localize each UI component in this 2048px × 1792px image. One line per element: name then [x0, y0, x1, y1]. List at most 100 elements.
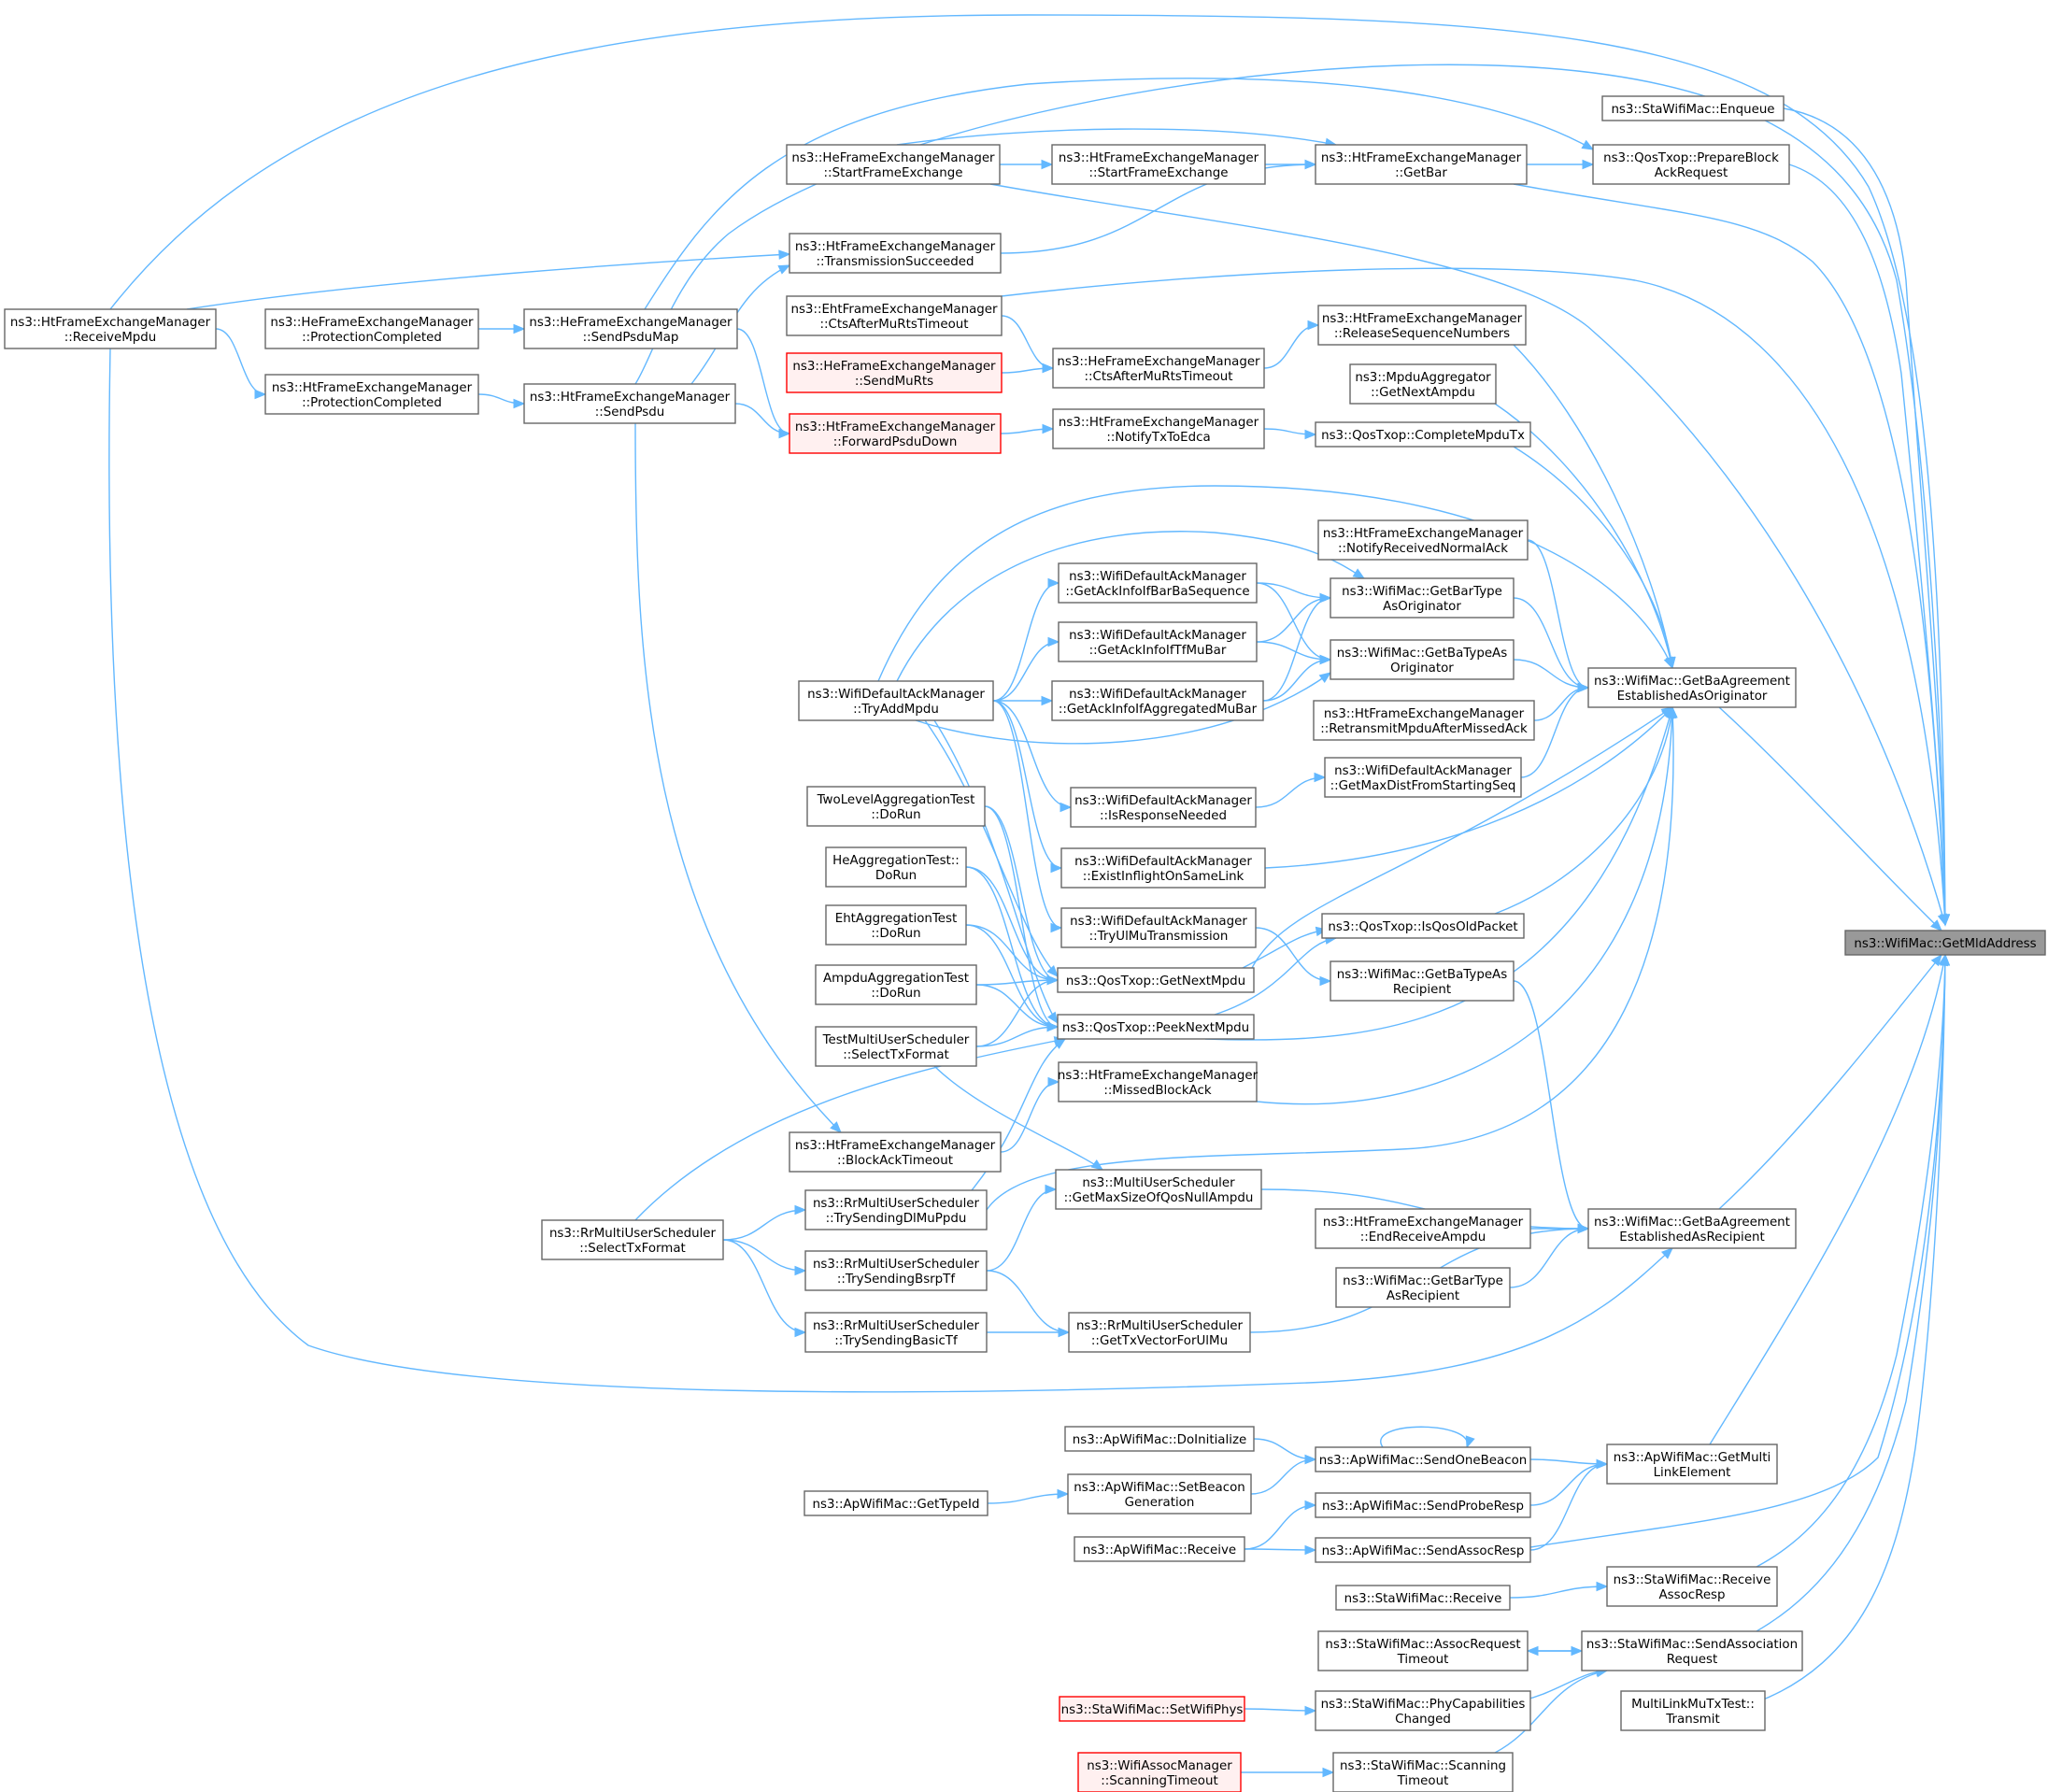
graph-node-ht-endrecv[interactable]: ns3::HtFrameExchangeManager::EndReceiveA…: [1315, 1208, 1531, 1249]
graph-node-rr-trybsrp[interactable]: ns3::RrMultiUserScheduler::TrySendingBsr…: [804, 1250, 988, 1291]
graph-node-mlmutx[interactable]: MultiLinkMuTxTest::Transmit: [1620, 1690, 1766, 1731]
edge-arrowhead: [1940, 953, 1951, 966]
node-box: [806, 786, 986, 827]
node-label: ::GetMaxSizeOfQosNullAmpdu: [1064, 1191, 1254, 1205]
graph-node-rr-selecttx[interactable]: ns3::RrMultiUserScheduler::SelectTxForma…: [541, 1219, 724, 1260]
graph-node-ht-missedba[interactable]: ns3::HtFrameExchangeManager::MissedBlock…: [1058, 1061, 1259, 1102]
graph-node-sta-setwifiphys[interactable]: ns3::StaWifiMac::SetWifiPhys: [1059, 1696, 1245, 1722]
graph-node-wdam-barba[interactable]: ns3::WifiDefaultAckManager::GetAckInfoIf…: [1058, 562, 1258, 604]
graph-node-ht-txsucc[interactable]: ns3::HtFrameExchangeManager::Transmissio…: [789, 233, 1002, 274]
graph-node-ap-sendassocresp[interactable]: ns3::ApWifiMac::SendAssocResp: [1315, 1537, 1531, 1563]
node-label: ns3::HtFrameExchangeManager: [272, 381, 473, 395]
edge-testmus-to-mus-maxsize: [933, 1065, 1103, 1171]
graph-node-ht-getbar[interactable]: ns3::HtFrameExchangeManager::GetBar: [1315, 144, 1528, 185]
graph-node-mus-maxsize[interactable]: ns3::MultiUserScheduler::GetMaxSizeOfQos…: [1055, 1169, 1262, 1210]
graph-node-sta-enqueue[interactable]: ns3::StaWifiMac::Enqueue: [1601, 95, 1785, 121]
graph-node-wdam-tryulmu[interactable]: ns3::WifiDefaultAckManager::TryUlMuTrans…: [1060, 907, 1257, 948]
graph-node-ht-sfe[interactable]: ns3::HtFrameExchangeManager::StartFrameE…: [1051, 144, 1266, 185]
edge-arrowhead: [1307, 320, 1320, 331]
graph-node-he-sendmurts[interactable]: ns3::HeFrameExchangeManager::SendMuRts: [786, 352, 1003, 393]
edge-arrowhead: [1660, 1247, 1673, 1259]
graph-node-ampduagg[interactable]: AmpduAggregationTest::DoRun: [815, 964, 977, 1005]
graph-node-ap-doinit[interactable]: ns3::ApWifiMac::DoInitialize: [1064, 1426, 1255, 1452]
graph-node-wdam-isresp[interactable]: ns3::WifiDefaultAckManager::IsResponseNe…: [1070, 787, 1257, 828]
graph-node-wdam-aggmubar[interactable]: ns3::WifiDefaultAckManager::GetAckInfoIf…: [1051, 680, 1264, 721]
node-label: ns3::HtFrameExchangeManager: [795, 420, 996, 434]
graph-node-ehtagg[interactable]: EhtAggregationTest::DoRun: [825, 904, 967, 946]
edge-ht-recvmpdu-to-ht-protcomp: [215, 328, 266, 395]
graph-node-ht-relseq[interactable]: ns3::HtFrameExchangeManager::ReleaseSequ…: [1317, 305, 1527, 346]
graph-node-wdam-existinflight[interactable]: ns3::WifiDefaultAckManager::ExistInfligh…: [1060, 847, 1266, 889]
graph-node-he-ctsmurts[interactable]: ns3::HeFrameExchangeManager::CtsAfterMuR…: [1052, 348, 1265, 389]
node-label: ns3::WifiDefaultAckManager: [807, 688, 985, 702]
graph-node-qos-isold[interactable]: ns3::QosTxop::IsQosOldPacket: [1321, 913, 1525, 939]
graph-node-testmus[interactable]: TestMultiUserScheduler::SelectTxFormat: [815, 1026, 977, 1067]
edge-ap-getmle-to-target: [1709, 954, 1946, 1445]
node-label: Originator: [1390, 661, 1454, 676]
graph-node-wm-gbaest-recip[interactable]: ns3::WifiMac::GetBaAgreementEstablishedA…: [1587, 1208, 1797, 1249]
graph-node-ap-receive[interactable]: ns3::ApWifiMac::Receive: [1074, 1536, 1245, 1562]
node-label: ns3::WifiDefaultAckManager: [1069, 629, 1246, 643]
graph-node-mpdu-getnext[interactable]: ns3::MpduAggregator::GetNextAmpdu: [1349, 363, 1497, 405]
graph-node-sta-receive[interactable]: ns3::StaWifiMac::Receive: [1335, 1585, 1511, 1611]
graph-node-ht-batimeout[interactable]: ns3::HtFrameExchangeManager::BlockAckTim…: [789, 1131, 1002, 1173]
graph-node-assoc-scantimeout[interactable]: ns3::WifiAssocManager::ScanningTimeout: [1077, 1752, 1242, 1792]
graph-node-ht-notifynormack[interactable]: ns3::HtFrameExchangeManager::NotifyRecei…: [1317, 519, 1529, 561]
graph-node-wm-gbaest-orig[interactable]: ns3::WifiMac::GetBaAgreementEstablishedA…: [1587, 667, 1797, 708]
edge-ap-receive-to-ap-sendproberesp: [1244, 1504, 1316, 1550]
graph-node-he-protcomp[interactable]: ns3::HeFrameExchangeManager::ProtectionC…: [264, 308, 479, 349]
edge-arrowhead: [1090, 1159, 1104, 1171]
node-label: ns3::MpduAggregator: [1355, 371, 1491, 385]
graph-node-qos-completempdu[interactable]: ns3::QosTxop::CompleteMpduTx: [1315, 421, 1531, 448]
edge-wdam-tryadd-to-wdam-tryulmu: [992, 700, 1062, 929]
graph-node-ht-fwdpsdu[interactable]: ns3::HtFrameExchangeManager::ForwardPsdu…: [789, 413, 1002, 454]
graph-node-rr-gettxvec[interactable]: ns3::RrMultiUserScheduler::GetTxVectorFo…: [1068, 1312, 1251, 1353]
graph-node-rr-trybasic[interactable]: ns3::RrMultiUserScheduler::TrySendingBas…: [804, 1312, 988, 1353]
graph-node-ht-notifyedca[interactable]: ns3::HtFrameExchangeManager::NotifyTxToE…: [1052, 408, 1265, 449]
graph-node-eht-ctsmurts[interactable]: ns3::EhtFrameExchangeManager::CtsAfterMu…: [786, 295, 1003, 336]
graph-node-ap-sendonebeacon[interactable]: ns3::ApWifiMac::SendOneBeacon: [1315, 1446, 1531, 1472]
graph-node-heagg[interactable]: HeAggregationTest::DoRun: [825, 846, 967, 888]
node-label: ns3::StaWifiMac::Receive: [1614, 1573, 1771, 1587]
graph-node-ap-sendproberesp[interactable]: ns3::ApWifiMac::SendProbeResp: [1315, 1492, 1531, 1518]
graph-node-target[interactable]: ns3::WifiMac::GetMldAddress: [1844, 930, 2046, 956]
graph-node-ht-sendpsdu[interactable]: ns3::HtFrameExchangeManager::SendPsdu: [523, 383, 736, 424]
edge-arrowhead: [794, 1204, 807, 1216]
node-label: ::CtsAfterMuRtsTimeout: [1084, 370, 1232, 384]
graph-node-qos-getnextmpdu[interactable]: ns3::QosTxop::GetNextMpdu: [1057, 967, 1255, 993]
edge-wdam-tryulmu-to-wm-getbatype-recip: [1255, 927, 1331, 982]
graph-node-ht-retransmit[interactable]: ns3::HtFrameExchangeManager::RetransmitM…: [1313, 700, 1535, 741]
node-label: Timeout: [1397, 1653, 1449, 1667]
graph-node-wdam-tfmubar[interactable]: ns3::WifiDefaultAckManager::GetAckInfoIf…: [1058, 621, 1258, 662]
graph-node-rr-trydl[interactable]: ns3::RrMultiUserScheduler::TrySendingDlM…: [804, 1189, 988, 1230]
edge-arrowhead: [1526, 1645, 1539, 1657]
graph-node-wdam-tryadd[interactable]: ns3::WifiDefaultAckManager::TryAddMpdu: [798, 680, 994, 721]
graph-node-he-sendpsdumap[interactable]: ns3::HeFrameExchangeManager::SendPsduMap: [523, 308, 738, 349]
node-label: ::MissedBlockAck: [1103, 1084, 1211, 1098]
graph-node-twolevel[interactable]: TwoLevelAggregationTest::DoRun: [806, 786, 986, 827]
graph-node-ht-recvmpdu[interactable]: ns3::HtFrameExchangeManager::ReceiveMpdu: [4, 308, 217, 349]
edge-wm-getbartype-orig-to-wm-gbaest-orig: [1513, 597, 1589, 689]
graph-node-qos-peeknextmpdu[interactable]: ns3::QosTxop::PeekNextMpdu: [1057, 1014, 1255, 1040]
edge-arrowhead: [1581, 139, 1595, 150]
graph-node-he-sfe[interactable]: ns3::HeFrameExchangeManager::StartFrameE…: [786, 144, 1001, 185]
graph-node-sta-scantimeout[interactable]: ns3::StaWifiMac::ScanningTimeout: [1332, 1752, 1514, 1792]
graph-node-wdam-maxdist[interactable]: ns3::WifiDefaultAckManager::GetMaxDistFr…: [1324, 757, 1522, 798]
node-box: [1844, 930, 2046, 956]
node-label: Transmit: [1665, 1713, 1719, 1727]
node-box: [1606, 1566, 1778, 1607]
graph-node-ap-gettypeid[interactable]: ns3::ApWifiMac::GetTypeId: [804, 1490, 988, 1516]
graph-node-ht-protcomp[interactable]: ns3::HtFrameExchangeManager::ProtectionC…: [264, 374, 479, 415]
